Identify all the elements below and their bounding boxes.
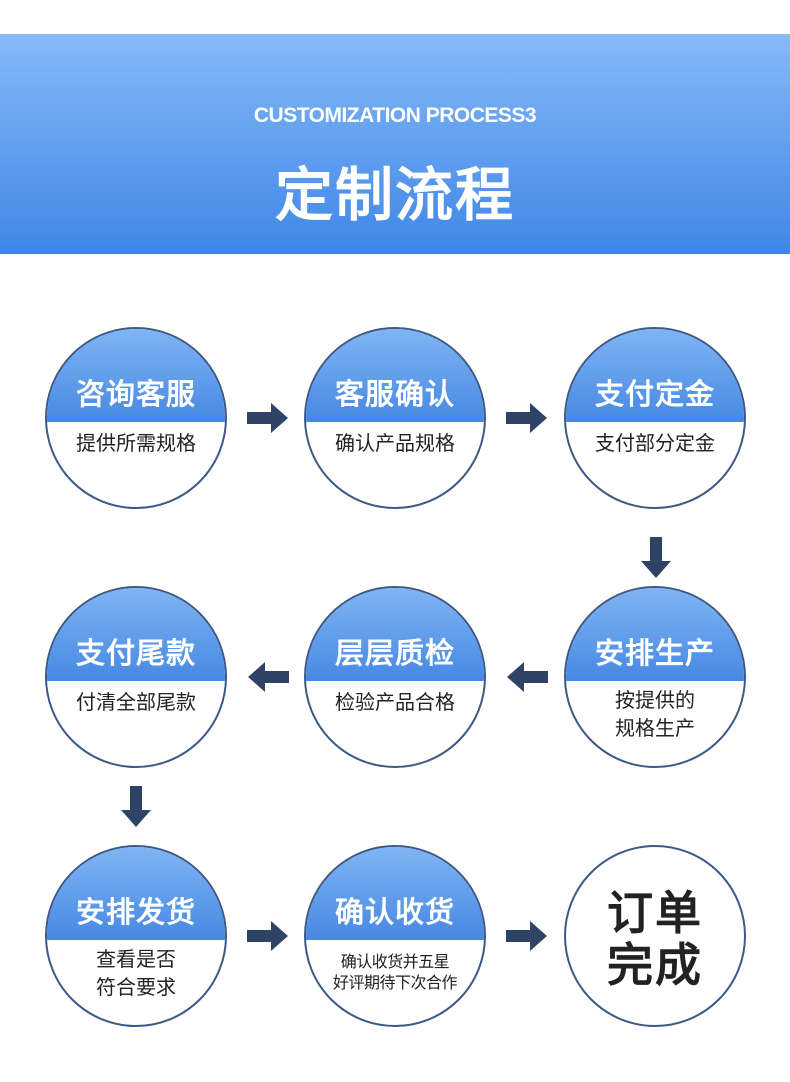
step-desc: 确认收货并五星 好评期待下次合作 (306, 951, 484, 993)
arrow-down-icon (641, 537, 671, 578)
step-final-payment: 支付尾款 付清全部尾款 (45, 586, 227, 768)
step-header-bg (566, 588, 744, 681)
step-shipping: 安排发货 查看是否 符合要求 (45, 845, 227, 1027)
dot (405, 255, 411, 261)
step-title: 咨询客服 (75, 377, 196, 411)
step-desc-line: 好评期待下次合作 (332, 973, 458, 992)
arrow-right-icon (247, 921, 288, 951)
step-desc-line: 符合要求 (96, 975, 176, 999)
step-desc-line: 确认收货并五星 (340, 952, 450, 971)
step-final-title: 订单 完成 (566, 887, 744, 991)
step-title: 安排发货 (75, 895, 196, 929)
arrow-left-icon (248, 662, 289, 692)
step-title: 支付定金 (594, 377, 715, 411)
step-title: 确认收货 (334, 895, 455, 929)
step-quality-check: 层层质检 检验产品合格 (304, 586, 486, 768)
arrow-left-icon (507, 662, 548, 692)
arrow-down-icon (121, 786, 151, 827)
step-desc: 按提供的 规格生产 (566, 686, 744, 742)
step-production: 安排生产 按提供的 规格生产 (564, 586, 746, 768)
page-title: 定制流程 (274, 161, 515, 229)
step-confirm: 客服确认 确认产品规格 (304, 327, 486, 509)
arrow-right-icon (506, 921, 547, 951)
step-header-bg (47, 847, 225, 940)
step-receipt: 确认收货 确认收货并五星 好评期待下次合作 (304, 845, 486, 1027)
step-desc: 付清全部尾款 (76, 690, 196, 714)
step-title: 客服确认 (334, 377, 455, 411)
header-banner: CUSTOMIZATION PROCESS3 定制流程 (0, 34, 790, 262)
step-order-complete: 订单 完成 (564, 845, 746, 1027)
header-subtitle: CUSTOMIZATION PROCESS3 (253, 104, 537, 127)
step-deposit: 支付定金 支付部分定金 (564, 327, 746, 509)
step-header-bg (47, 588, 225, 681)
step-desc-line: 查看是否 (96, 947, 176, 971)
final-title-line: 完成 (607, 938, 703, 992)
step-desc-line: 规格生产 (615, 716, 695, 740)
step-header-bg (566, 329, 744, 422)
step-header-bg (47, 329, 225, 422)
step-title: 支付尾款 (75, 636, 196, 670)
dot (391, 254, 399, 262)
step-header-bg (306, 847, 484, 940)
step-desc: 确认产品规格 (335, 431, 455, 455)
step-desc-line: 按提供的 (615, 688, 695, 712)
step-header-bg (306, 329, 484, 422)
step-consult: 咨询客服 提供所需规格 (45, 327, 227, 509)
step-desc: 检验产品合格 (335, 690, 455, 714)
step-desc: 查看是否 符合要求 (47, 945, 225, 1001)
step-header-bg (306, 588, 484, 681)
arrow-right-icon (247, 403, 288, 433)
arrow-right-icon (506, 403, 547, 433)
dots-decoration (0, 254, 790, 262)
step-desc: 支付部分定金 (595, 431, 715, 455)
dot (379, 255, 385, 261)
step-title: 安排生产 (594, 636, 715, 670)
final-title-line: 订单 (607, 886, 703, 940)
step-title: 层层质检 (334, 636, 455, 670)
step-desc: 提供所需规格 (76, 431, 196, 455)
